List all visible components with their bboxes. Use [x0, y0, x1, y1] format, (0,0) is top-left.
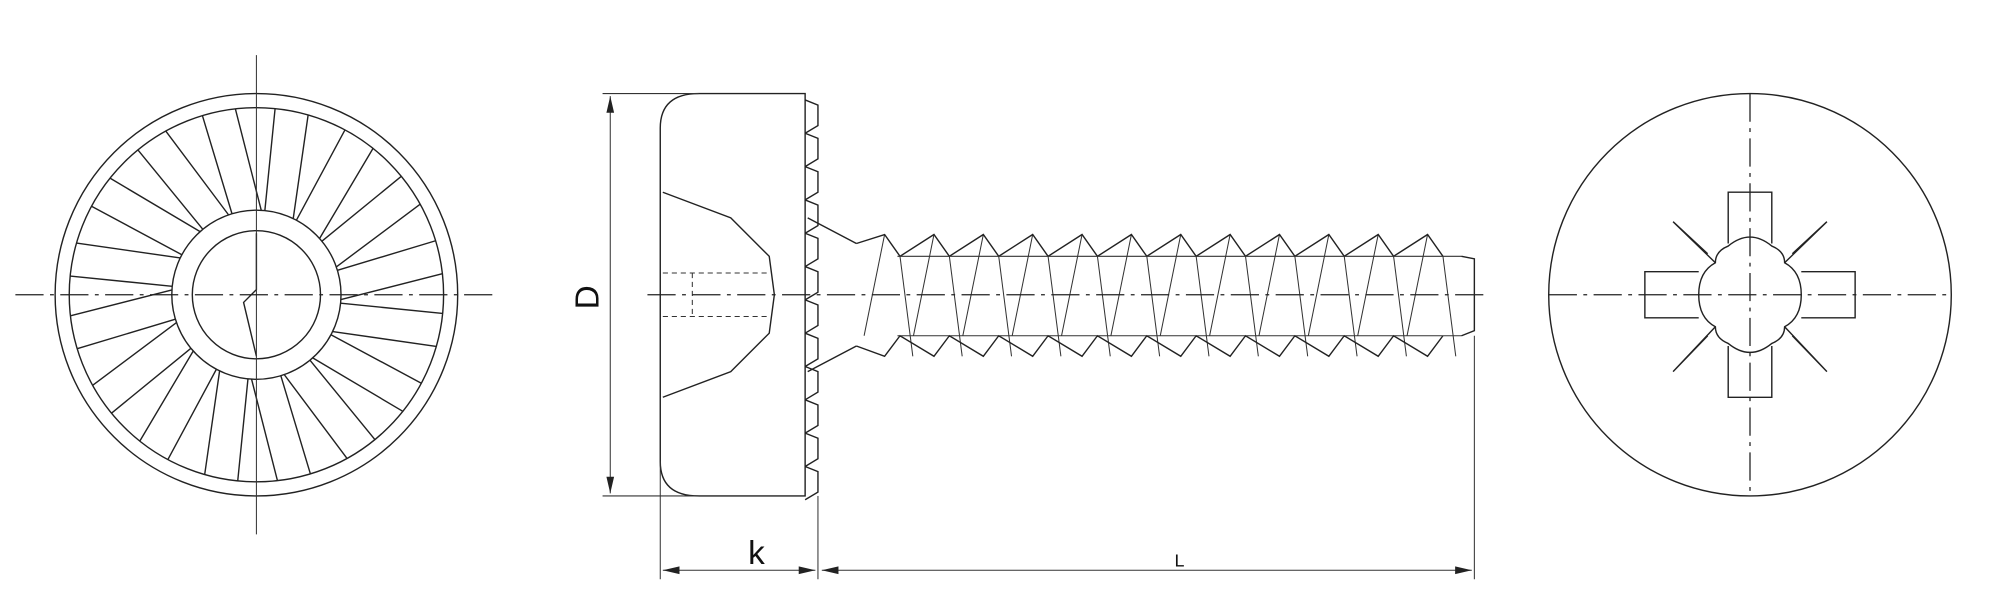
thread-flank: [1294, 256, 1309, 357]
thread-flank: [962, 234, 984, 336]
underside-view: [15, 55, 494, 535]
thread-flank: [1159, 234, 1182, 336]
thread-flank: [1011, 234, 1034, 336]
serration-tooth: [804, 299, 819, 334]
thread-flank: [1047, 256, 1062, 357]
serration-rib: [337, 240, 443, 301]
serration-rib: [203, 370, 249, 481]
head-serrations: [804, 99, 819, 501]
serration-rib: [295, 129, 374, 239]
thread-flank: [899, 256, 914, 357]
serration-tooth: [804, 199, 819, 234]
serration-rib: [332, 302, 443, 348]
thread-flank: [1307, 234, 1330, 336]
serration-tooth: [804, 165, 819, 201]
serration-rib: [70, 242, 181, 288]
thread-flank: [1096, 256, 1111, 357]
serration-tooth: [804, 332, 819, 368]
serration-rib: [321, 175, 421, 268]
thread-flank: [1258, 234, 1280, 336]
serration-ribs: [70, 108, 443, 481]
serration-tooth: [804, 265, 819, 301]
thread-flank: [948, 256, 963, 357]
serration-tooth: [804, 132, 819, 168]
thread-profile: [856, 233, 1462, 358]
serration-rib: [139, 350, 218, 460]
thread-flank: [1146, 256, 1161, 357]
thread-flank: [1357, 234, 1379, 336]
thread-flank: [1245, 256, 1259, 357]
thread-flank: [1061, 234, 1083, 336]
thread-flank: [1209, 234, 1231, 336]
thread-flank: [912, 234, 935, 336]
thread-flank: [1343, 256, 1358, 357]
shank-fillet: [807, 217, 857, 373]
thread-flank: [1406, 234, 1429, 336]
serration-rib: [250, 375, 312, 481]
screw-tip: [1461, 255, 1476, 337]
kl-arrowheads: [662, 566, 1472, 575]
thread-crest-top: [856, 233, 1444, 258]
serration-tooth: [804, 399, 819, 434]
side-view: D k L: [570, 92, 1488, 580]
thread-flank: [1110, 234, 1132, 336]
serration-rib: [70, 289, 176, 350]
pozi-tick-marks: [1672, 221, 1828, 373]
serration-rib: [264, 108, 309, 219]
thread-flank: [1442, 256, 1457, 357]
serration-rib: [92, 322, 192, 414]
serration-tooth: [804, 365, 819, 401]
serration-tooth: [804, 432, 819, 468]
length-label: L: [1174, 550, 1184, 570]
serration-rib: [137, 130, 230, 230]
serration-tooth: [804, 99, 819, 134]
thread-flank: [1393, 256, 1407, 357]
serration-rib: [312, 334, 422, 412]
serration-tooth: [804, 465, 819, 501]
serration-rib: [283, 359, 376, 459]
thread-root-lines: [897, 255, 1462, 337]
thread-flank: [1195, 256, 1210, 357]
serration-rib: [91, 177, 201, 256]
pozi-center: [1698, 236, 1802, 354]
top-view: [1548, 92, 1952, 497]
head-height-label: k: [748, 535, 765, 572]
serration-rib: [201, 108, 262, 214]
diameter-label: D: [570, 285, 607, 309]
thread-flank: [863, 234, 886, 336]
thread-flank: [998, 256, 1013, 357]
serration-tooth: [804, 232, 819, 268]
